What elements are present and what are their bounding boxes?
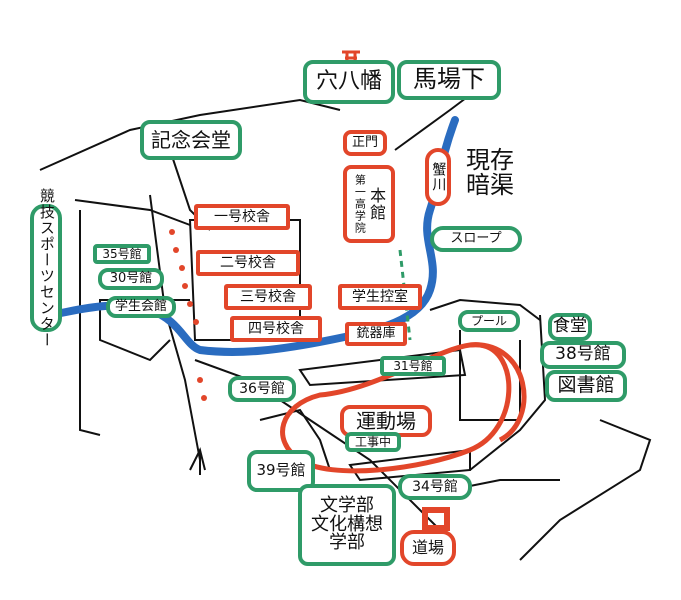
label-anahachiman: 穴八幡 bbox=[303, 60, 395, 104]
label-pool: プール bbox=[458, 310, 520, 332]
label-babashita: 馬場下 bbox=[397, 60, 501, 100]
label-kinen-kaido: 記念会堂 bbox=[140, 120, 242, 160]
label-student-lounge: 学生控室 bbox=[338, 284, 422, 310]
label-bldg35: 35号館 bbox=[93, 244, 151, 264]
label-school4: 四号校舎 bbox=[230, 316, 322, 342]
label-cafeteria: 食堂 bbox=[548, 313, 592, 341]
red-dots bbox=[169, 229, 207, 401]
honkan-building: 第一高学院 本館 bbox=[343, 165, 395, 243]
bldg39-outline bbox=[259, 408, 331, 471]
label-genzon: 現存 bbox=[466, 145, 514, 174]
label-kanigawa: 蟹川 bbox=[425, 148, 451, 206]
label-school2: 二号校舎 bbox=[196, 250, 300, 276]
label-honkan: 本館 bbox=[367, 187, 387, 221]
road-diagonal bbox=[194, 359, 441, 531]
label-slope: スロープ bbox=[430, 226, 522, 252]
label-genzon-ankyo: 現存 暗渠 bbox=[455, 142, 525, 204]
label-bldg36: 36号館 bbox=[228, 376, 296, 402]
label-library: 図書館 bbox=[545, 370, 627, 402]
track-outer bbox=[469, 342, 527, 443]
dojo-building bbox=[422, 507, 450, 531]
label-letters-1: 文学部 bbox=[320, 494, 374, 516]
label-letters-2: 文化構想 bbox=[311, 513, 383, 535]
running-track bbox=[280, 342, 512, 474]
road-center bbox=[149, 194, 201, 461]
label-bldg34: 34号館 bbox=[398, 474, 472, 500]
label-school1: 一号校舎 bbox=[194, 204, 290, 230]
road-west bbox=[74, 199, 191, 226]
label-bldg30: 30号館 bbox=[98, 268, 164, 290]
label-seimon: 正門 bbox=[343, 130, 387, 156]
road-west-edge bbox=[79, 210, 101, 436]
label-school3: 三号校舎 bbox=[224, 284, 312, 310]
label-sports-center: 競技スポーツセンター bbox=[30, 188, 62, 348]
label-armory: 銃器庫 bbox=[345, 322, 407, 346]
label-construction: 工事中 bbox=[345, 432, 401, 452]
pool-outline bbox=[429, 298, 541, 321]
label-letters: 文学部 文化構想 学部 bbox=[298, 484, 396, 566]
road-northeast bbox=[394, 94, 471, 151]
bldg34-outline bbox=[348, 448, 471, 482]
label-daiichi: 第一高学院 bbox=[353, 174, 367, 234]
label-letters-3: 学部 bbox=[329, 532, 365, 554]
label-dojo: 道場 bbox=[400, 530, 456, 566]
label-bldg31: 31号館 bbox=[380, 356, 446, 376]
label-bldg38: 38号館 bbox=[540, 341, 626, 369]
north-arrow-icon bbox=[189, 447, 206, 475]
label-bldg39: 39号館 bbox=[247, 450, 315, 492]
label-student-hall: 学生会館 bbox=[106, 296, 176, 318]
label-ankyo: 暗渠 bbox=[466, 171, 514, 199]
road-southeast-2 bbox=[519, 419, 652, 561]
